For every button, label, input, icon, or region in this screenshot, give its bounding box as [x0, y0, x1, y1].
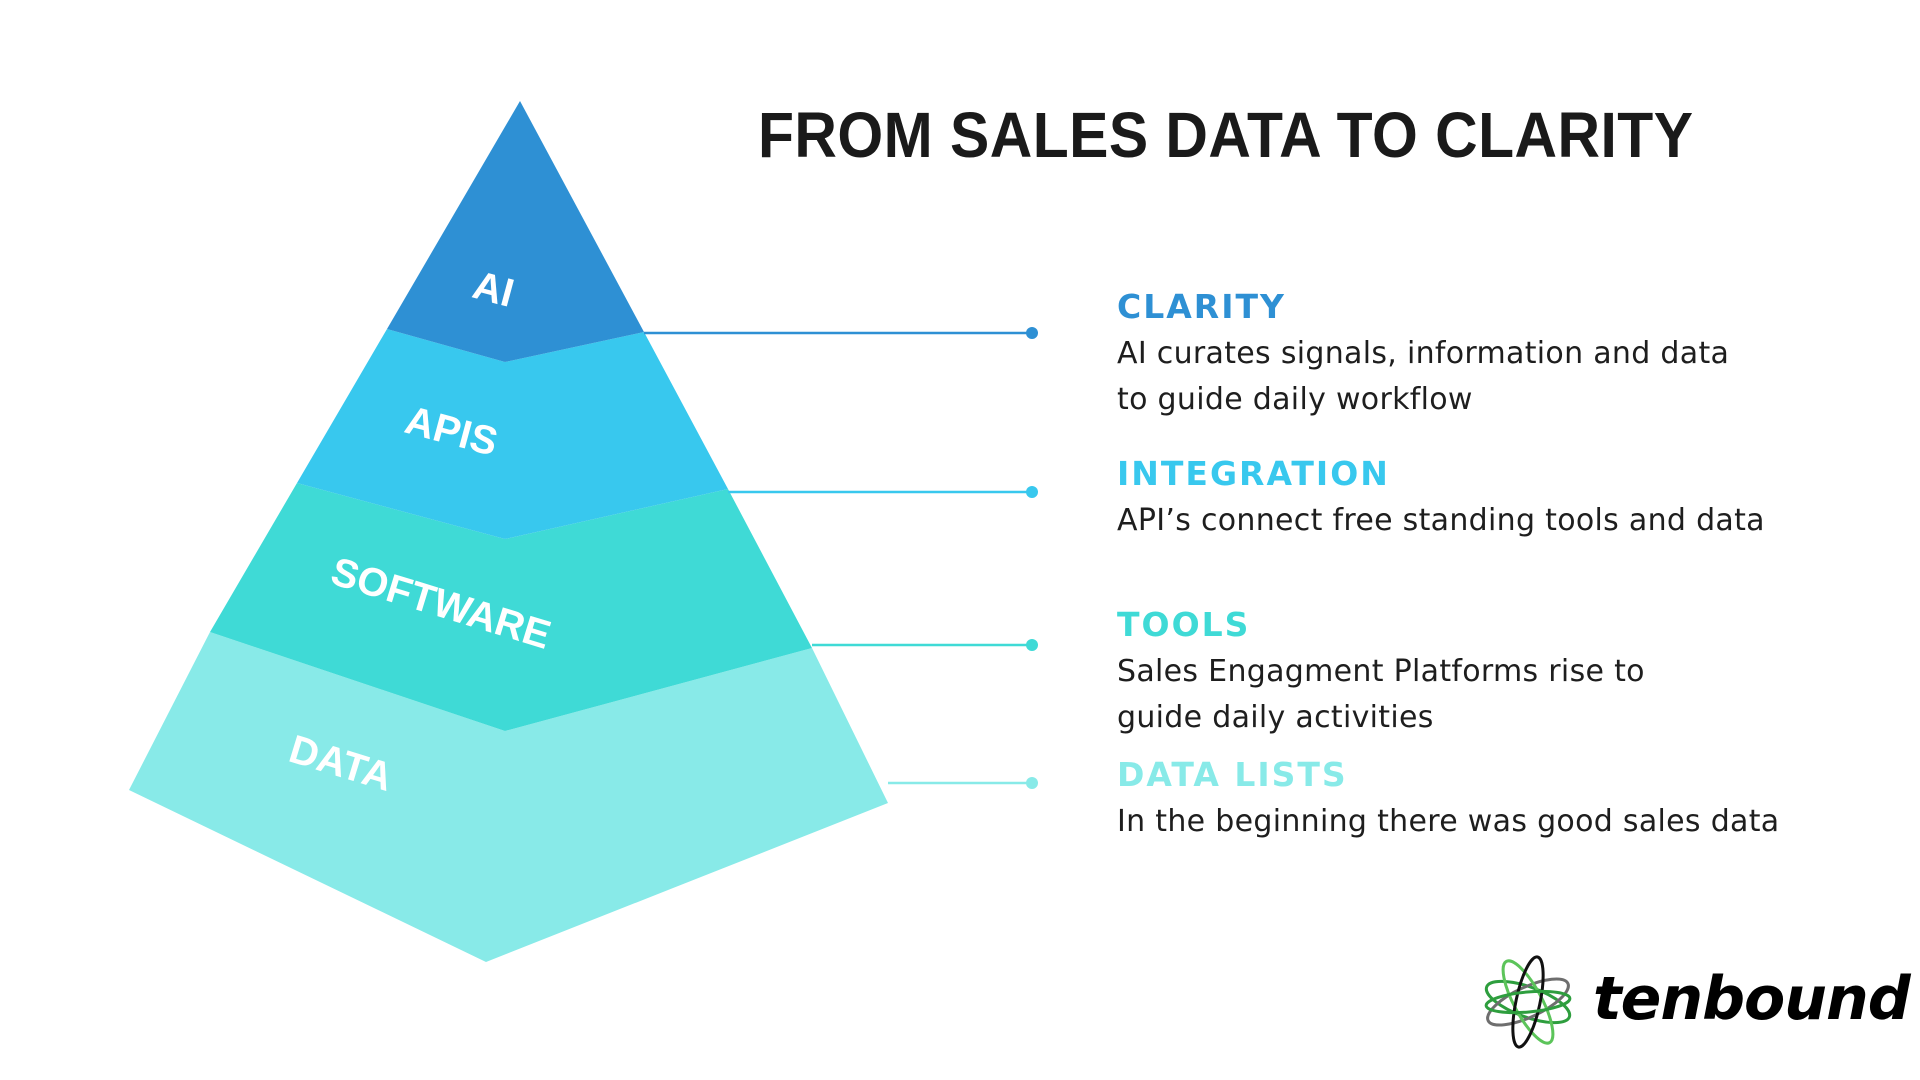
- stage-tools: TOOLS Sales Engagment Platforms rise to …: [1117, 605, 1837, 741]
- pyramid-layer-ai: [387, 101, 644, 362]
- orbit-green: [1484, 979, 1572, 1025]
- page-title: FROM SALES DATA TO CLARITY: [758, 99, 1694, 171]
- atom-orbit-icon: [1484, 955, 1572, 1049]
- stage-heading: TOOLS: [1117, 605, 1251, 644]
- orbit-light-green: [1501, 959, 1555, 1045]
- stage-heading: CLARITY: [1117, 287, 1286, 326]
- stage-description: API’s connect free standing tools and da…: [1117, 503, 1765, 538]
- logo-wordmark: tenbound: [1593, 964, 1911, 1034]
- connector-dot-data-lists: [1026, 777, 1038, 789]
- stage-description: AI curates signals, information and data…: [1117, 336, 1730, 417]
- stage-clarity: CLARITY AI curates signals, information …: [1117, 287, 1837, 423]
- orbit-black: [1511, 955, 1545, 1049]
- tenbound-logo: tenbound: [1478, 952, 1911, 1062]
- stage-description: Sales Engagment Platforms rise to guide …: [1117, 654, 1645, 735]
- orbit-gray: [1486, 977, 1570, 1027]
- stage-data-lists: DATA LISTS In the beginning there was go…: [1117, 755, 1837, 845]
- connector-dot-tools: [1026, 639, 1038, 651]
- stage-integration: INTEGRATION API’s connect free standing …: [1117, 454, 1837, 544]
- stage-heading: DATA LISTS: [1117, 755, 1348, 794]
- stage-description: In the beginning there was good sales da…: [1117, 804, 1780, 839]
- pyramid-layer-data: [129, 632, 888, 962]
- stage-heading: INTEGRATION: [1117, 454, 1390, 493]
- orbit-green-2: [1484, 989, 1572, 1015]
- pyramid-layer-apis: [297, 329, 728, 539]
- pyramid-layer-software: [210, 483, 812, 731]
- connector-dot-clarity: [1026, 327, 1038, 339]
- connector-dot-integration: [1026, 486, 1038, 498]
